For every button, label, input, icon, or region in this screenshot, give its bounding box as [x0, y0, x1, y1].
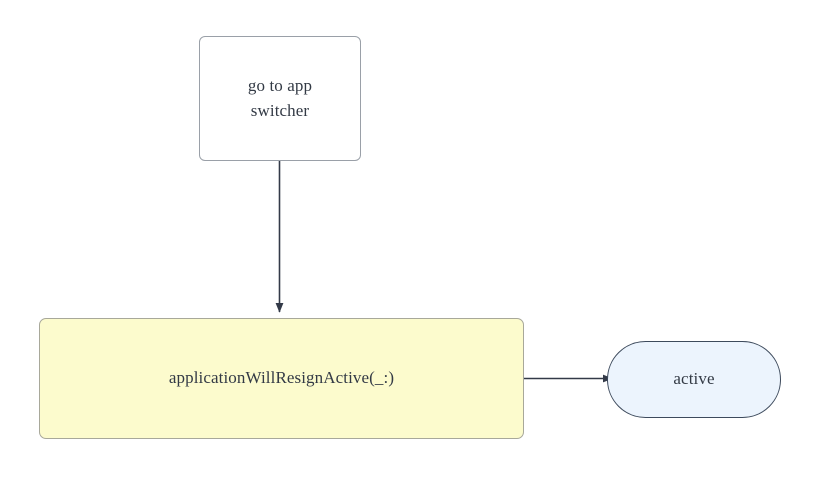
node-active-label: active: [673, 369, 715, 389]
node-go-to-app-switcher-label: go to app switcher: [247, 75, 313, 120]
node-go-to-app-switcher[interactable]: go to app switcher: [199, 36, 361, 161]
node-application-will-resign-active[interactable]: applicationWillResignActive(_:): [39, 318, 524, 439]
node-application-will-resign-active-label: applicationWillResignActive(_:): [168, 368, 395, 388]
node-active[interactable]: active: [607, 341, 781, 418]
